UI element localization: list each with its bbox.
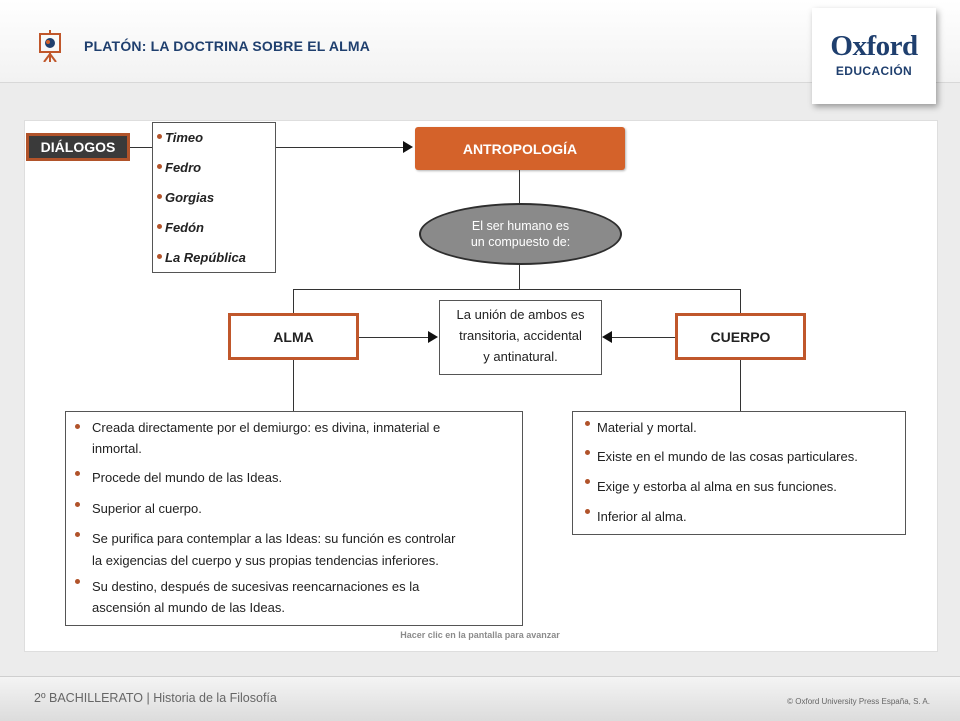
cuerpo-details-box: Material y mortal. Existe en el mundo de… bbox=[572, 411, 906, 535]
list-item: Fedón bbox=[157, 220, 204, 235]
alma-details-box: Creada directamente por el demiurgo: es … bbox=[65, 411, 523, 626]
alma-detail-line: Se purifica para contemplar a las Ideas:… bbox=[92, 531, 456, 546]
arrowhead-union-right bbox=[602, 331, 612, 343]
alma-detail-line: Creada directamente por el demiurgo: es … bbox=[92, 420, 441, 435]
dialogos-box: DIÁLOGOS bbox=[26, 133, 130, 161]
alma-detail-line: la exigencias del cuerpo y sus propias t… bbox=[92, 553, 439, 568]
advance-hint[interactable]: Hacer clic en la pantalla para avanzar bbox=[400, 630, 560, 640]
connector-antropologia-ellipse bbox=[519, 170, 520, 203]
footer-course: 2º BACHILLERATO | Historia de la Filosof… bbox=[34, 691, 277, 705]
bullet-icon bbox=[75, 579, 80, 584]
arrowhead-antropologia bbox=[403, 141, 413, 153]
connector-alma-union bbox=[359, 337, 429, 338]
bullet-icon bbox=[585, 479, 590, 484]
alma-detail-line: ascensión al mundo de las Ideas. bbox=[92, 600, 285, 615]
cuerpo-detail-line: Existe en el mundo de las cosas particul… bbox=[597, 449, 858, 464]
compuesto-ellipse: El ser humano es un compuesto de: bbox=[419, 203, 622, 265]
alma-detail-line: Su destino, después de sucesivas reencar… bbox=[92, 579, 420, 594]
connector-ellipse-branch bbox=[519, 265, 520, 289]
union-line-2: transitoria, accidental bbox=[459, 328, 582, 343]
connector-dialogos-list bbox=[130, 147, 152, 148]
compuesto-line-2: un compuesto de: bbox=[470, 235, 571, 249]
page-title: PLATÓN: LA DOCTRINA SOBRE EL ALMA bbox=[84, 38, 371, 54]
bullet-icon bbox=[585, 509, 590, 514]
connector-cuerpo-details bbox=[740, 360, 741, 411]
list-item: Gorgias bbox=[157, 190, 214, 205]
alma-detail-line: Superior al cuerpo. bbox=[92, 501, 202, 516]
branch-line bbox=[293, 289, 740, 290]
connector-cuerpo-union bbox=[612, 337, 675, 338]
footer-copyright: © Oxford University Press España, S. A. bbox=[787, 697, 930, 706]
footer-bar: 2º BACHILLERATO | Historia de la Filosof… bbox=[0, 676, 960, 721]
cuerpo-detail-line: Inferior al alma. bbox=[597, 509, 687, 524]
list-item: Fedro bbox=[157, 160, 201, 175]
union-box: La unión de ambos es transitoria, accide… bbox=[439, 300, 602, 375]
alma-box: ALMA bbox=[228, 313, 359, 360]
presentation-icon bbox=[39, 30, 61, 62]
antropologia-box: ANTROPOLOGÍA bbox=[415, 127, 625, 170]
cuerpo-box: CUERPO bbox=[675, 313, 806, 360]
oxford-logo: Oxford EDUCACIÓN bbox=[812, 8, 936, 104]
union-line-3: y antinatural. bbox=[483, 349, 558, 364]
dialogos-list: Timeo Fedro Gorgias Fedón La República bbox=[152, 122, 276, 273]
connector-list-antropologia bbox=[276, 147, 406, 148]
header-bar: PLATÓN: LA DOCTRINA SOBRE EL ALMA bbox=[0, 0, 960, 83]
arrowhead-union-left bbox=[428, 331, 438, 343]
cuerpo-detail-line: Material y mortal. bbox=[597, 420, 697, 435]
alma-detail-line: inmortal. bbox=[92, 441, 142, 456]
connector-to-alma bbox=[293, 289, 294, 313]
compuesto-line-1: El ser humano es bbox=[471, 219, 570, 233]
connector-alma-details bbox=[293, 360, 294, 411]
union-line-1: La unión de ambos es bbox=[456, 307, 585, 322]
bullet-icon bbox=[75, 471, 80, 476]
bullet-icon bbox=[585, 450, 590, 455]
cuerpo-detail-line: Exige y estorba al alma en sus funciones… bbox=[597, 479, 837, 494]
connector-to-cuerpo bbox=[740, 289, 741, 313]
bullet-icon bbox=[75, 532, 80, 537]
bullet-icon bbox=[75, 502, 80, 507]
list-item: La República bbox=[157, 250, 246, 265]
logo-sub-text: EDUCACIÓN bbox=[835, 64, 913, 78]
logo-main-text: Oxford bbox=[830, 30, 918, 62]
list-item: Timeo bbox=[157, 130, 203, 145]
bullet-icon bbox=[75, 424, 80, 429]
alma-detail-line: Procede del mundo de las Ideas. bbox=[92, 470, 283, 485]
bullet-icon bbox=[585, 421, 590, 426]
